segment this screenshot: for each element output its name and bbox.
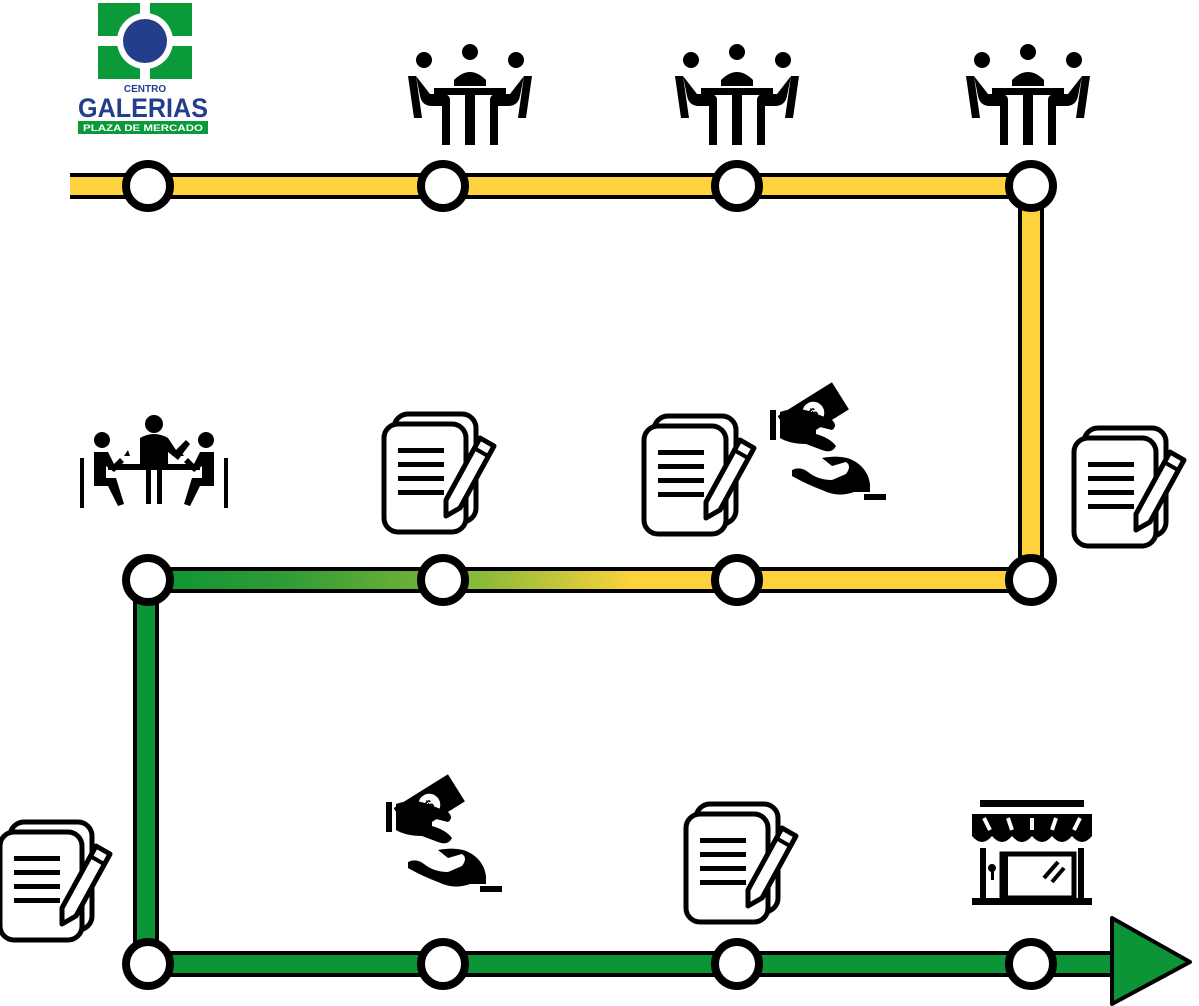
node-6	[711, 554, 763, 606]
node-11	[711, 938, 763, 990]
logo-line-3: PLAZA DE MERCADO	[83, 123, 203, 134]
node-9	[122, 938, 174, 990]
node-4	[1005, 160, 1057, 212]
document-icon	[686, 804, 796, 922]
route-lines	[70, 173, 1192, 1006]
meeting-icon	[675, 44, 799, 145]
node-7	[417, 554, 469, 606]
node-1	[122, 160, 174, 212]
meeting-icon	[408, 44, 532, 145]
node-10	[417, 938, 469, 990]
meeting-icon	[966, 44, 1090, 145]
storefront-icon	[972, 800, 1092, 905]
arrow-right-icon	[1110, 916, 1192, 1006]
document-icon	[0, 822, 110, 940]
document-icon	[1074, 428, 1184, 546]
galerias-logo: CENTRO GALERIAS PLAZA DE MERCADO	[78, 3, 208, 134]
node-5	[1005, 554, 1057, 606]
logo-line-2: GALERIAS	[78, 93, 208, 123]
document-icon	[384, 414, 494, 532]
money-exchange-icon	[386, 774, 502, 892]
money-exchange-icon	[770, 382, 886, 500]
node-12	[1005, 938, 1057, 990]
logo-line-1: CENTRO	[124, 84, 166, 95]
negotiation-icon	[80, 415, 228, 508]
node-3	[711, 160, 763, 212]
node-2	[417, 160, 469, 212]
route-nodes	[122, 160, 1057, 990]
node-8	[122, 554, 174, 606]
document-icon	[644, 416, 754, 534]
